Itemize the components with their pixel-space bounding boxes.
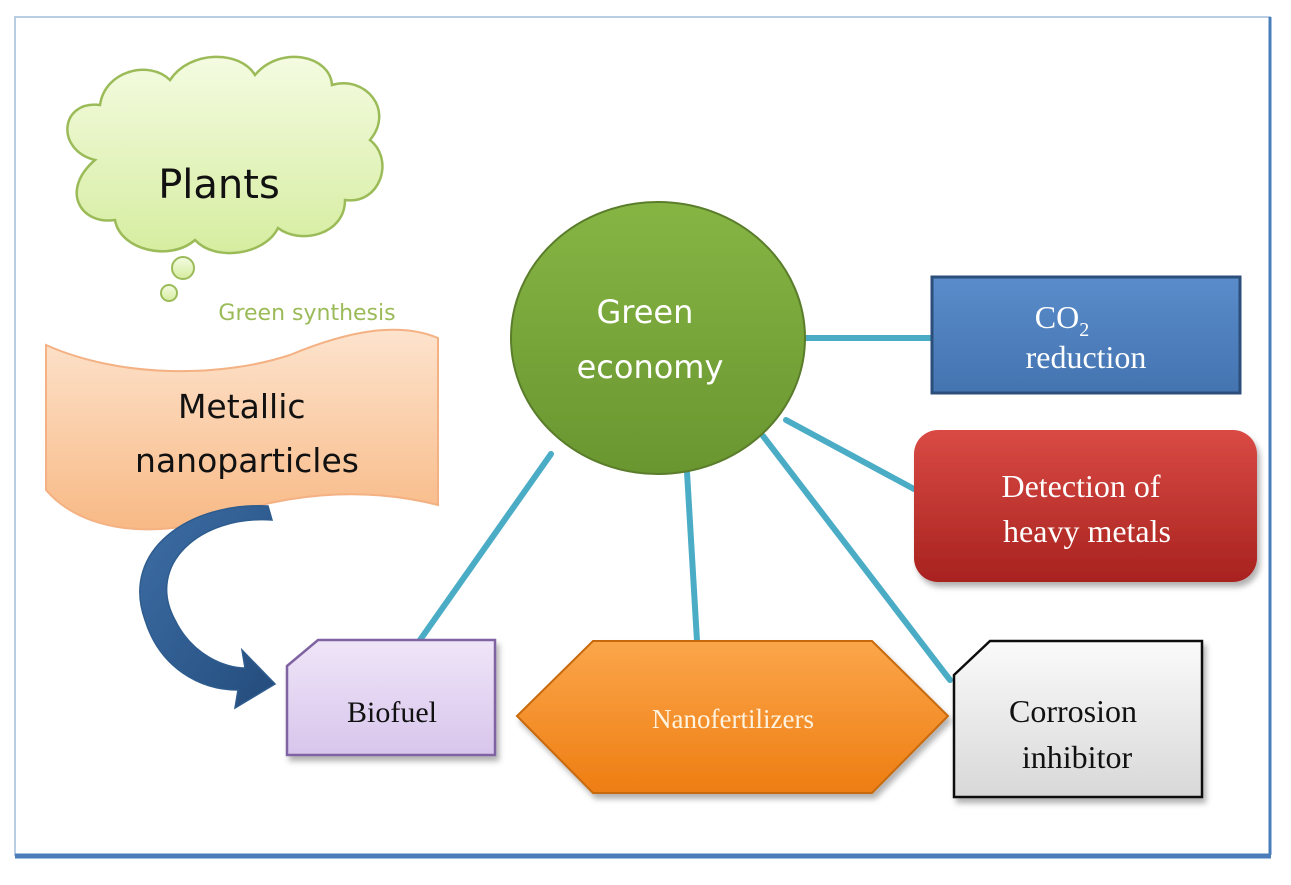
co2-reduction-label: reduction xyxy=(1026,339,1147,375)
biofuel-shape xyxy=(285,638,497,757)
co2-box xyxy=(930,275,1242,395)
corrosion-node: Corrosion inhibitor xyxy=(952,639,1204,799)
cloud-shape xyxy=(66,55,384,255)
metallic-line1: Metallic xyxy=(178,387,306,426)
banner-shape xyxy=(45,328,439,531)
cloud-bubble-large xyxy=(171,256,195,280)
green-economy-label: Green economy xyxy=(577,293,724,386)
corrosion-label: Corrosion inhibitor xyxy=(1009,693,1145,775)
plants-label: Plants xyxy=(158,162,280,208)
plants-cloud: Plants xyxy=(66,55,384,302)
corrosion-line2: inhibitor xyxy=(1022,739,1133,775)
detection-line1: Detection of xyxy=(1001,468,1160,504)
biofuel-label: Biofuel xyxy=(347,696,437,729)
green-synthesis-label: Green synthesis xyxy=(218,301,395,326)
detection-box xyxy=(914,430,1257,582)
co2-label: CO2 xyxy=(1035,299,1089,341)
co2-co-text: CO xyxy=(1035,299,1079,335)
cloud-bubble-small xyxy=(160,284,178,302)
green-economy-line2: economy xyxy=(577,348,724,386)
metallic-nanoparticles-banner: Metallic nanoparticles xyxy=(45,328,439,531)
connectors xyxy=(398,335,953,683)
metallic-line2: nanoparticles xyxy=(135,441,359,480)
biofuel-node: Biofuel xyxy=(285,638,497,757)
connector-corrosion xyxy=(760,433,953,683)
corrosion-line1: Corrosion xyxy=(1009,693,1137,729)
detection-line2: heavy metals xyxy=(1003,513,1171,549)
green-economy-node: Green economy xyxy=(510,201,806,475)
nanofertilizers-label: Nanofertilizers xyxy=(652,704,814,734)
nanofertilizers-hexagon xyxy=(515,640,950,794)
green-economy-line1: Green xyxy=(596,293,693,331)
connector-detection xyxy=(783,417,917,492)
nanofertilizers-node: Nanofertilizers xyxy=(515,640,950,794)
curved-arrow xyxy=(139,505,277,710)
detection-node: Detection of heavy metals xyxy=(914,430,1257,582)
co2-reduction-node: CO2 reduction xyxy=(930,275,1242,395)
connector-biofuel xyxy=(398,451,554,670)
detection-label: Detection of heavy metals xyxy=(1001,468,1170,549)
metallic-nanoparticles-label: Metallic nanoparticles xyxy=(135,387,359,480)
co2-subscript: 2 xyxy=(1079,319,1089,341)
connector-nanofertilizers xyxy=(684,469,700,644)
green-economy-ellipse xyxy=(510,201,806,475)
corrosion-shape xyxy=(952,639,1204,799)
